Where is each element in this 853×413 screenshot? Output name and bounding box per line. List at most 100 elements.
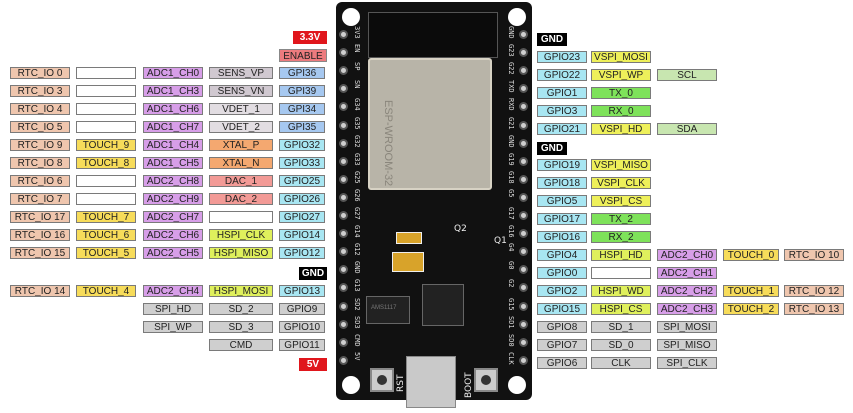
pin-silk-label: G12	[353, 243, 361, 256]
gpio-label: GPI39	[279, 85, 325, 97]
touch-label	[76, 103, 136, 115]
gpio-label: GPIO27	[279, 211, 325, 223]
header-pin	[339, 229, 348, 239]
pin-silk-label: G33	[353, 152, 361, 166]
gpio-label: GPIO5	[537, 195, 587, 207]
gpio-label: GPIO12	[279, 247, 325, 259]
gpio-label: GPIO0	[537, 267, 587, 279]
pin-silk-label: CMD	[353, 333, 361, 347]
pin-silk-label: G13	[353, 279, 361, 293]
adc-label: ADC2_CH2	[657, 285, 717, 297]
adc-label: ADC2_CH6	[143, 229, 203, 241]
function-label: VSPI_WP	[591, 69, 651, 81]
function-label: VDET_1	[209, 103, 273, 115]
pin-silk-label: G2	[507, 279, 515, 288]
function-label	[591, 267, 651, 279]
gpio-label: GPIO26	[279, 193, 325, 205]
header-pin	[519, 211, 528, 220]
antenna-area	[368, 12, 498, 58]
header-pin	[339, 283, 348, 293]
spi-label: SPI_MOSI	[657, 321, 717, 333]
header-pin	[519, 174, 528, 184]
adc-label: ADC1_CH7	[143, 121, 203, 133]
pin-silk-label: G16	[507, 225, 515, 238]
gpio-label: GPIO11	[279, 339, 325, 351]
pin-silk-label: G23	[507, 44, 515, 57]
function-label: XTAL_N	[209, 157, 273, 169]
gpio-label: GPIO6	[537, 357, 587, 369]
function-label: HSPI_WD	[591, 285, 651, 297]
rtc-label: RTC_IO 17	[10, 211, 70, 223]
pin-silk-label: G5	[507, 188, 515, 198]
header-pin	[519, 120, 528, 130]
pin-silk-label: G19	[507, 152, 515, 166]
gpio-label: GPIO15	[537, 303, 587, 315]
pin-silk-label: RXD	[507, 98, 515, 112]
pin-silk-label: G32	[353, 134, 361, 148]
adc-label: ADC1_CH5	[143, 157, 203, 169]
header-pin	[519, 84, 528, 94]
header-pin	[339, 319, 348, 329]
pin-silk-label: GND	[507, 26, 515, 39]
gpio-label: GPIO18	[537, 177, 587, 189]
header-pin	[339, 84, 348, 94]
rtc-label: RTC_IO 0	[10, 67, 70, 79]
boot-button[interactable]	[474, 368, 498, 392]
gpio-label: GPIO33	[279, 157, 325, 169]
adc-label: ADC2_CH8	[143, 175, 203, 187]
pin-silk-label: G26	[353, 188, 361, 202]
touch-label: TOUCH_5	[76, 247, 136, 259]
touch-label: TOUCH_6	[76, 229, 136, 241]
gpio-label: GPIO17	[537, 213, 587, 225]
function-label: TX_2	[591, 213, 651, 225]
rtc-label: RTC_IO 13	[784, 303, 844, 315]
gpio-label: GPIO2	[537, 285, 587, 297]
adc-label: ADC2_CH0	[657, 249, 717, 261]
pin-silk-label: TXD	[507, 80, 515, 93]
pin-silk-label: G14	[353, 225, 361, 238]
adc-label: ADC1_CH3	[143, 85, 203, 97]
regulator-label: AMS1117	[371, 305, 397, 311]
pin-silk-label: GND	[353, 261, 361, 274]
rst-button[interactable]	[370, 368, 394, 392]
header-pin	[519, 337, 528, 347]
pin-silk-label: G15	[507, 297, 515, 311]
header-pin	[339, 355, 348, 365]
header-pin	[339, 48, 348, 58]
pin-silk-label: SD0	[507, 333, 515, 347]
pin-silk-label: GND	[507, 134, 515, 148]
touch-label	[76, 67, 136, 79]
q1-label: Q1	[494, 236, 507, 246]
header-pin	[339, 337, 348, 347]
pin-silk-label: G22	[507, 62, 515, 75]
gpio-label: GPIO7	[537, 339, 587, 351]
gpio-label: GPI34	[279, 103, 325, 115]
rtc-label: RTC_IO 16	[10, 229, 70, 241]
function-label: SENS_VN	[209, 85, 273, 97]
adc-label: ADC1_CH4	[143, 139, 203, 151]
header-pin	[519, 319, 528, 329]
adc-label: ADC2_CH7	[143, 211, 203, 223]
touch-label: TOUCH_7	[76, 211, 136, 223]
micro-usb-port[interactable]	[406, 356, 456, 408]
function-label: HSPI_MOSI	[209, 285, 273, 297]
gpio-label: GPIO32	[279, 139, 325, 151]
adc-label: ADC2_CH5	[143, 247, 203, 259]
header-pin	[339, 211, 348, 220]
gpio-label: GPIO21	[537, 123, 587, 135]
pin-silk-label: G21	[507, 116, 515, 130]
function-label: HSPI_HD	[591, 249, 651, 261]
function-label: HSPI_MISO	[209, 247, 273, 259]
function-label: DAC_2	[209, 193, 273, 205]
gpio-label: GPIO4	[537, 249, 587, 261]
header-pin	[339, 265, 348, 275]
pin-silk-label: SN	[353, 80, 361, 89]
header-pin	[339, 138, 348, 148]
rtc-label: RTC_IO 7	[10, 193, 70, 205]
sd-label: SD_1	[591, 321, 651, 333]
pin-silk-label: SD1	[507, 315, 515, 329]
capacitor	[396, 232, 422, 244]
function-label: DAC_1	[209, 175, 273, 187]
adc-label: ADC2_CH1	[657, 267, 717, 279]
pin-silk-label: 3V3	[353, 26, 361, 39]
